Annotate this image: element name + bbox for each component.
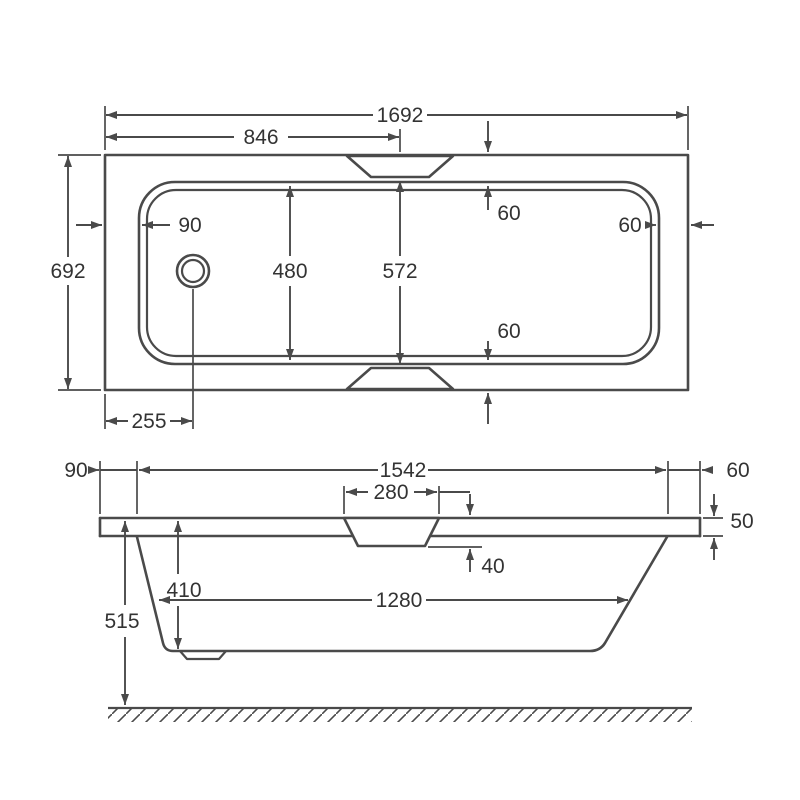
dim-overall-length: 1692 bbox=[377, 104, 424, 127]
dim-deck-inset-bottom: 60 bbox=[497, 320, 520, 343]
dim-base-length: 1280 bbox=[376, 589, 423, 612]
dim-rim-left: 90 bbox=[178, 214, 201, 237]
dim-side-rim-right: 60 bbox=[726, 459, 749, 482]
dim-recess-depth: 40 bbox=[481, 555, 504, 578]
top-view: 1692 846 692 90 480 572 60 60 bbox=[50, 104, 714, 433]
dim-rim-height: 50 bbox=[730, 510, 753, 533]
dim-half-length: 846 bbox=[243, 126, 278, 149]
dim-overall-height: 515 bbox=[104, 610, 139, 633]
tub-profile bbox=[135, 535, 669, 653]
dim-drain-offset: 255 bbox=[131, 410, 166, 433]
dim-overall-width: 692 bbox=[50, 260, 85, 283]
waste-drain-outer bbox=[175, 253, 211, 289]
tap-deck-bottom bbox=[345, 366, 455, 391]
dim-inner-length: 1542 bbox=[380, 459, 427, 482]
dim-side-rim-left: 90 bbox=[64, 459, 87, 482]
tap-deck-top bbox=[345, 154, 455, 179]
ground-hatch bbox=[108, 709, 692, 722]
dim-inner-depth: 410 bbox=[166, 579, 201, 602]
dim-recess-width: 280 bbox=[373, 481, 408, 504]
dim-rim-right: 60 bbox=[618, 214, 641, 237]
side-view: 90 1542 60 50 280 40 410 1280 bbox=[64, 459, 754, 722]
dim-inner-width: 480 bbox=[272, 260, 307, 283]
grip-recess bbox=[342, 516, 441, 548]
waste-boss bbox=[179, 650, 227, 661]
waste-drain-inner bbox=[180, 258, 206, 284]
dim-center-width: 572 bbox=[382, 260, 417, 283]
dim-deck-inset-top: 60 bbox=[497, 202, 520, 225]
